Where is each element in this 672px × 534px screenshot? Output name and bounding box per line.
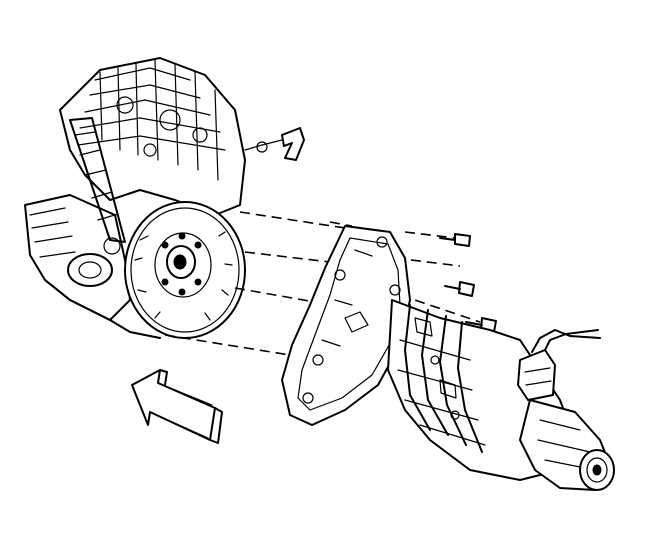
alignment-lines bbox=[164, 211, 481, 356]
bolt bbox=[439, 233, 471, 247]
engine-block bbox=[24, 57, 305, 339]
transmission-bellhousing bbox=[281, 225, 411, 426]
bolt bbox=[444, 281, 475, 297]
flywheel bbox=[124, 201, 246, 339]
output-shaft-housing bbox=[519, 399, 615, 491]
shifter-tower bbox=[517, 329, 601, 401]
direction-arrow-icon bbox=[131, 369, 223, 444]
